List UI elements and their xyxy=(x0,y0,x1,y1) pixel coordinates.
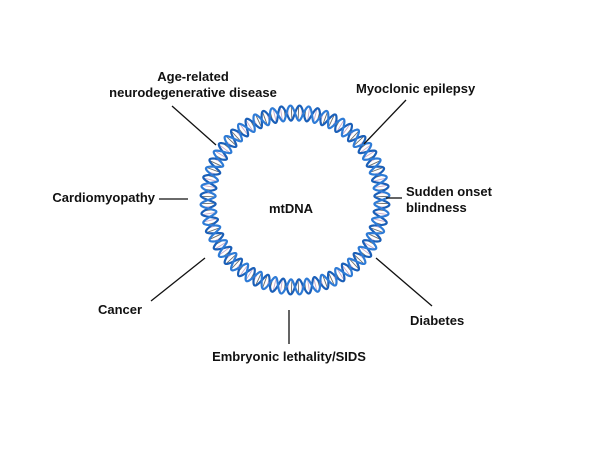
helix-base-pair xyxy=(201,212,217,216)
connector-cancer xyxy=(150,257,206,302)
helix-base-pair xyxy=(367,160,381,167)
helix-base-pair xyxy=(336,267,345,281)
helix-base-pair xyxy=(307,106,311,122)
label-diabetes: Diabetes xyxy=(410,313,465,328)
helix-base-pair xyxy=(239,123,249,136)
helix-base-pair xyxy=(297,279,300,295)
helix-base-pair xyxy=(369,166,384,173)
helix-base-pair xyxy=(367,233,381,240)
helix-base-pair xyxy=(341,264,351,277)
helix-base-pair xyxy=(372,177,387,182)
helix-base-pair xyxy=(261,274,268,289)
helix-base-pair xyxy=(328,272,335,286)
label-line: Sudden onset xyxy=(406,184,492,199)
helix-base-pair xyxy=(245,267,254,281)
helix-base-pair xyxy=(230,258,242,270)
helix-base-pair xyxy=(209,233,223,240)
helix-base-pair xyxy=(359,246,372,256)
helix-base-pair xyxy=(245,119,254,133)
helix-base-pair xyxy=(328,114,335,128)
helix-base-pair xyxy=(255,272,262,286)
helix-base-pair xyxy=(279,278,283,294)
helix-base-pair xyxy=(200,202,216,205)
helix-strand-b xyxy=(199,104,391,296)
label-embryonic-lethality-sids: Embryonic lethality/SIDS xyxy=(212,349,366,364)
helix-base-pair xyxy=(214,150,228,159)
connector-lines xyxy=(150,99,433,344)
helix-strand-a xyxy=(199,104,391,296)
helix-base-pair xyxy=(272,108,277,123)
helix-base-pair xyxy=(348,258,360,270)
helix-base-pair xyxy=(239,264,249,277)
helix-base-pair xyxy=(218,246,231,256)
helix-base-pair xyxy=(348,130,360,142)
helix-base-pair xyxy=(353,253,365,265)
mtdna-label: mtDNA xyxy=(268,201,314,216)
helix-base-pair xyxy=(362,241,376,250)
helix-base-pair xyxy=(322,274,329,289)
helix-base-pair xyxy=(209,160,223,167)
helix-base-pair xyxy=(218,144,231,154)
helix-base-pair xyxy=(214,241,228,250)
label-line: blindness xyxy=(406,200,467,215)
helix-base-pair xyxy=(341,123,351,136)
helix-base-pair xyxy=(206,227,221,234)
helix-base-pair xyxy=(201,184,217,188)
helix-base-pair xyxy=(374,195,390,198)
helix-base-pair xyxy=(255,114,262,128)
helix-base-pair xyxy=(336,119,345,133)
label-age-related-neurodegenerative-disease: Age-related neurodegenerative disease xyxy=(93,69,293,101)
connector-diabetes xyxy=(375,257,433,307)
label-cancer: Cancer xyxy=(98,302,143,317)
label-line: neurodegenerative disease xyxy=(109,85,277,100)
helix-base-pair xyxy=(374,202,390,205)
helix-base-pair xyxy=(373,184,389,188)
helix-base-pair xyxy=(372,218,387,223)
helix-base-pair xyxy=(261,111,268,126)
helix-base-pair xyxy=(230,130,242,142)
helix-base-pair xyxy=(373,212,389,216)
helix-base-pair xyxy=(225,135,237,147)
helix-base-pair xyxy=(359,144,372,154)
helix-base-pair xyxy=(200,195,216,198)
helix-base-pair xyxy=(203,218,218,223)
helix-base-pair xyxy=(307,278,311,294)
helix-base-pair xyxy=(297,105,300,121)
helix-base-pair xyxy=(353,135,365,147)
helix-base-pair xyxy=(313,277,318,292)
helix-base-pair xyxy=(369,227,384,234)
label-cardiomyopathy: Cardiomyopathy xyxy=(52,190,155,205)
label-line: Age-related xyxy=(157,69,229,84)
helix-base-pair xyxy=(272,277,277,292)
mtdna-helix-ring xyxy=(199,104,391,296)
helix-base-pair xyxy=(313,108,318,123)
helix-base-pair xyxy=(290,279,293,295)
label-sudden-onset-blindness: Sudden onset blindness xyxy=(406,184,492,216)
helix-base-pair xyxy=(322,111,329,126)
helix-base-pair xyxy=(225,253,237,265)
helix-base-pair xyxy=(206,166,221,173)
helix-base-pair xyxy=(362,150,376,159)
label-myoclonic-epilepsy: Myoclonic epilepsy xyxy=(356,81,476,96)
helix-base-pair xyxy=(279,106,283,122)
connector-myoclonic-epilepsy xyxy=(363,99,407,145)
connector-age-related xyxy=(171,105,217,146)
helix-base-pair xyxy=(203,177,218,182)
helix-base-pair xyxy=(290,105,293,121)
